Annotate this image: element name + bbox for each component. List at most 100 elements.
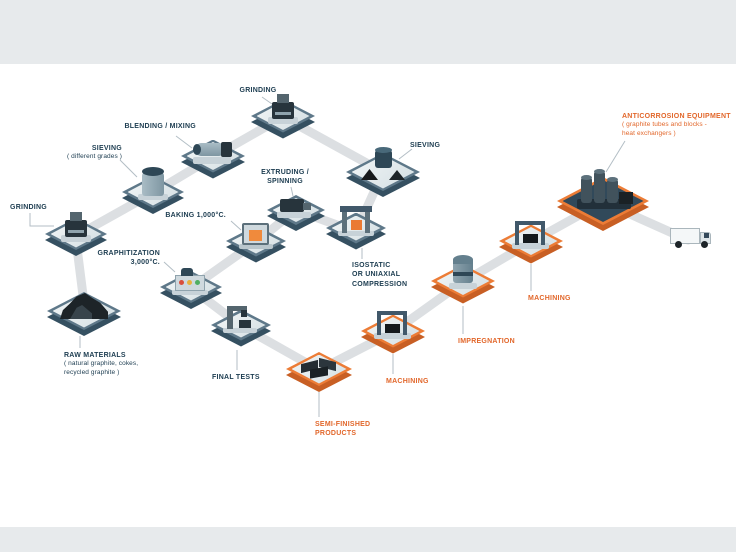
- label-line: ( natural graphite, cokes,: [64, 360, 139, 368]
- label-line: SPINNING: [267, 178, 303, 186]
- station-label-blending-mixing: BLENDING / MIXING: [124, 122, 196, 131]
- label-line: ( different grades ): [67, 153, 122, 161]
- station-label-raw-materials: RAW MATERIALS( natural graphite, cokes,r…: [64, 351, 138, 378]
- icon-shape: [280, 199, 304, 212]
- icon-shape: [675, 241, 682, 248]
- label-line: EXTRUDING /: [261, 169, 309, 176]
- icon-shape: [275, 112, 291, 115]
- icon-shape: [594, 169, 605, 174]
- icon-shape: [221, 142, 232, 157]
- station-label-baking: BAKING 1,000°C.: [165, 211, 226, 220]
- station-label-anticorrosion-equipment: ANTICORROSION EQUIPMENT( graphite tubes …: [622, 112, 731, 139]
- label-line: PRODUCTS: [315, 430, 357, 438]
- icon-shape: [65, 220, 87, 237]
- icon-shape: [581, 177, 592, 203]
- label-line: SIEVING: [410, 142, 441, 149]
- press-icon: [332, 190, 380, 236]
- label-line: GRINDING: [10, 204, 47, 211]
- icon-shape: [342, 210, 347, 233]
- icon-shape: [181, 268, 193, 276]
- icon-shape: [195, 280, 200, 285]
- vessel-icon: [439, 243, 487, 289]
- grinder-icon: [52, 196, 100, 242]
- station-label-graphitization: GRAPHITIZATION 3,000°C.: [98, 249, 160, 268]
- label-line: BLENDING / MIXING: [124, 123, 196, 130]
- furnace-icon: [232, 203, 280, 249]
- station-label-extruding-spinning: EXTRUDING / SPINNING: [261, 168, 309, 187]
- label-line: ISOSTATIC: [352, 262, 391, 269]
- station-label-sieving-2: SIEVING: [410, 141, 440, 150]
- icon-shape: [303, 203, 311, 210]
- sieve-piles-icon: [359, 134, 407, 180]
- icon-shape: [277, 94, 289, 103]
- icon-shape: [453, 255, 473, 264]
- graphitizer-icon: [167, 249, 215, 295]
- icon-shape: [607, 177, 618, 182]
- icon-shape: [142, 167, 164, 176]
- truck-icon: [668, 205, 716, 251]
- label-line: GRAPHITIZATION: [97, 250, 160, 257]
- tester-icon: [217, 287, 265, 333]
- icon-shape: [385, 324, 400, 333]
- tank-icon: [129, 154, 177, 200]
- label-line: RAW MATERIALS: [64, 352, 126, 359]
- label-line: BAKING 1,000°C.: [165, 212, 226, 219]
- icon-shape: [310, 366, 328, 379]
- label-line: FINAL TESTS: [212, 374, 260, 381]
- station-label-sieving-1: SIEVING( different grades ): [67, 144, 122, 162]
- label-line: heat exchangers ): [622, 130, 676, 138]
- icon-shape: [523, 234, 538, 243]
- icon-shape: [375, 147, 392, 153]
- raw-pile-icon: [60, 273, 108, 319]
- icon-shape: [249, 230, 262, 241]
- icon-shape: [594, 171, 605, 203]
- icon-shape: [453, 272, 473, 276]
- machiner-icon: [507, 203, 555, 249]
- station-label-machining-1: MACHINING: [386, 377, 429, 386]
- icon-shape: [179, 280, 184, 285]
- station-label-impregnation: IMPREGNATION: [458, 337, 515, 346]
- icon-shape: [193, 157, 231, 164]
- grinder-icon: [259, 78, 307, 124]
- label-line: OR UNIAXIAL: [352, 271, 401, 279]
- icon-shape: [361, 169, 378, 180]
- icon-shape: [619, 192, 633, 204]
- icon-shape: [340, 206, 372, 212]
- blocks-icon: [295, 331, 343, 379]
- icon-shape: [70, 212, 82, 221]
- icon-shape: [670, 228, 700, 244]
- icon-shape: [365, 210, 370, 233]
- icon-shape: [239, 320, 251, 328]
- icon-shape: [277, 212, 311, 218]
- station-label-final-tests: FINAL TESTS: [212, 373, 260, 382]
- icon-shape: [389, 170, 405, 180]
- label-line: ( graphite tubes and blocks -: [622, 121, 707, 129]
- label-line: SEMI-FINISHED: [315, 421, 371, 428]
- icon-shape: [351, 220, 362, 230]
- tubes-icon: [577, 163, 633, 209]
- icon-shape: [193, 144, 201, 155]
- icon-shape: [68, 230, 84, 233]
- station-label-machining-2: MACHINING: [528, 294, 571, 303]
- icon-shape: [187, 280, 192, 285]
- label-line: 3,000°C.: [130, 259, 160, 267]
- machiner-icon: [369, 293, 417, 339]
- label-line: IMPREGNATION: [458, 338, 515, 345]
- label-line: recycled graphite ): [64, 369, 120, 377]
- label-line: COMPRESSION: [352, 280, 408, 288]
- label-line: MACHINING: [386, 378, 429, 385]
- icon-shape: [701, 241, 708, 248]
- station-label-grinding-2: GRINDING: [240, 86, 277, 95]
- label-line: MACHINING: [528, 295, 571, 302]
- label-line: SIEVING: [91, 145, 122, 152]
- icon-shape: [607, 179, 618, 203]
- label-line: ANTICORROSION EQUIPMENT: [622, 113, 731, 120]
- icon-shape: [449, 283, 477, 289]
- label-line: GRINDING: [239, 87, 277, 94]
- icon-shape: [272, 102, 294, 119]
- station-label-grinding-1: GRINDING: [10, 203, 47, 212]
- icon-shape: [241, 310, 247, 317]
